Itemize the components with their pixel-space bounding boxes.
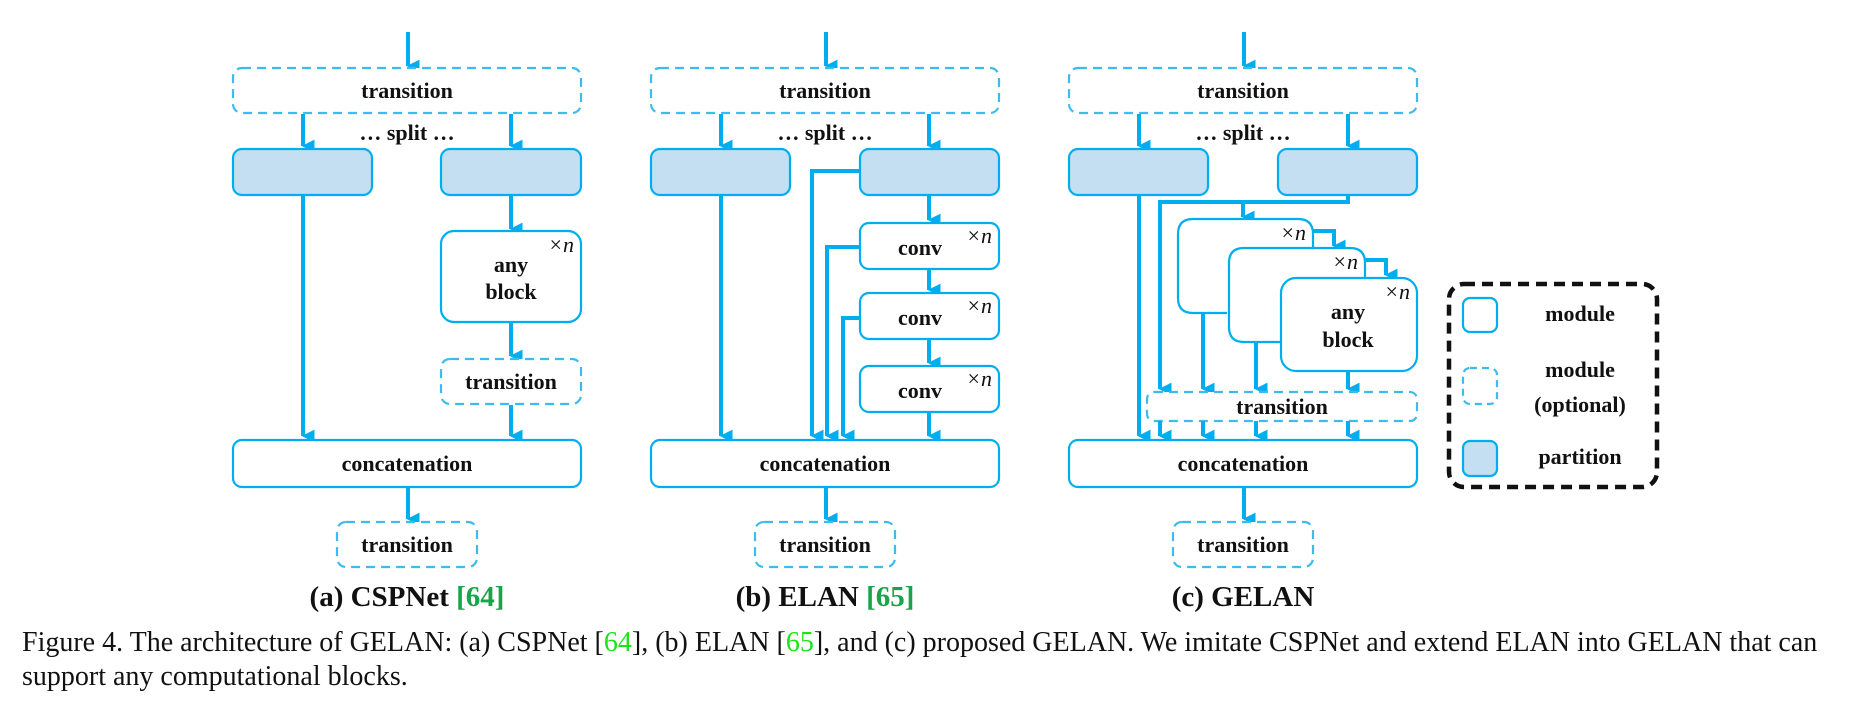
caption-text-2: ], (b) ELAN [	[631, 627, 786, 658]
conv-label-2: conv	[898, 305, 942, 330]
bottom-transition-box	[753, 520, 897, 569]
any-block-label-2: block	[1322, 327, 1374, 352]
bottom-transition-label: transition	[1197, 532, 1289, 557]
partition-right	[439, 147, 583, 197]
partition-left	[1067, 147, 1210, 197]
repeat-label-1: ×n	[1280, 220, 1306, 245]
concatenation-label: concatenation	[760, 451, 891, 476]
concatenation-box	[1067, 438, 1419, 489]
conv-label-3: conv	[898, 378, 942, 403]
any-block-box	[439, 229, 583, 324]
gelan-architecture-diagram: transition … split … ×n any block transi…	[231, 32, 1660, 613]
split-label: … split …	[359, 120, 454, 145]
conv2-skip-arrow	[841, 316, 860, 443]
caption-text-3: ], and (c) proposed GELAN. We imitate CS…	[22, 627, 1818, 692]
legend-swatch-module	[1461, 296, 1499, 334]
top-transition-label: transition	[1197, 78, 1289, 103]
split-label: … split …	[1195, 120, 1290, 145]
conv-label-1: conv	[898, 235, 942, 260]
partition-right	[1276, 147, 1419, 197]
split-label: … split …	[777, 120, 872, 145]
conv1-skip-arrow	[825, 245, 860, 443]
block2-to-block3-arrow	[1365, 258, 1398, 282]
conv-box-3	[858, 364, 1001, 414]
legend-label-module: module	[1545, 301, 1615, 326]
partition-right	[858, 147, 1001, 197]
partition-left	[231, 147, 374, 197]
repeat-label-3: ×n	[966, 366, 992, 391]
any-block-label-2: block	[485, 279, 537, 304]
top-transition-label: transition	[779, 78, 871, 103]
block1-to-block2-arrow	[1313, 229, 1346, 253]
legend-border	[1446, 281, 1660, 490]
repeat-label: ×n	[548, 232, 574, 257]
repeat-label-2: ×n	[966, 293, 992, 318]
repeat-label-2: ×n	[1332, 249, 1358, 274]
panel-ref: [65]	[866, 581, 914, 613]
partition-out-line	[1158, 196, 1350, 396]
top-transition-label: transition	[361, 78, 453, 103]
inner-transition-label: transition	[1236, 394, 1328, 419]
figure-caption: Figure 4. The architecture of GELAN: (a)…	[22, 626, 1862, 694]
panel-title: (a) CSPNet [64]	[310, 581, 505, 613]
top-transition-box	[649, 66, 1001, 115]
repeat-label-3: ×n	[1384, 279, 1410, 304]
legend-swatch-optional	[1461, 366, 1499, 406]
caption-ref-64[interactable]: 64	[603, 627, 632, 658]
legend-label-optional-2: (optional)	[1534, 392, 1626, 417]
caption-text-1: Figure 4. The architecture of GELAN: (a)…	[22, 627, 604, 658]
any-block-label-1: any	[1331, 299, 1365, 324]
bottom-transition-label: transition	[361, 532, 453, 557]
partition-skip-arrow	[810, 169, 860, 443]
repeat-label-1: ×n	[966, 223, 992, 248]
panel-gelan: transition … split … ×n ×n ×n any block …	[1067, 32, 1419, 613]
legend: module module (optional) partition	[1446, 281, 1660, 490]
panel-cspnet: transition … split … ×n any block transi…	[231, 32, 583, 613]
any-block-box-3	[1279, 276, 1419, 373]
concatenation-box	[231, 438, 583, 489]
inner-transition-box	[439, 357, 583, 406]
concatenation-label: concatenation	[342, 451, 473, 476]
partition-left	[649, 147, 792, 197]
concatenation-box	[649, 438, 1001, 489]
top-transition-box	[1067, 66, 1419, 115]
inner-transition-box	[1145, 390, 1419, 423]
caption-ref-65[interactable]: 65	[785, 627, 814, 658]
legend-label-optional-1: module	[1545, 357, 1615, 382]
panel-title: (c) GELAN	[1172, 581, 1315, 613]
panel-ref: [64]	[456, 581, 504, 613]
panel-elan: transition … split … conv ×n conv ×n con…	[649, 32, 1001, 613]
bottom-transition-box	[335, 520, 479, 569]
bottom-transition-box	[1171, 520, 1315, 569]
any-block-label-1: any	[494, 252, 528, 277]
bottom-transition-label: transition	[779, 532, 871, 557]
legend-swatch-partition	[1461, 439, 1499, 478]
top-transition-box	[231, 66, 583, 115]
legend-label-partition: partition	[1538, 444, 1621, 469]
inner-transition-label: transition	[465, 369, 557, 394]
concatenation-label: concatenation	[1178, 451, 1309, 476]
panel-title: (b) ELAN [65]	[736, 581, 915, 613]
